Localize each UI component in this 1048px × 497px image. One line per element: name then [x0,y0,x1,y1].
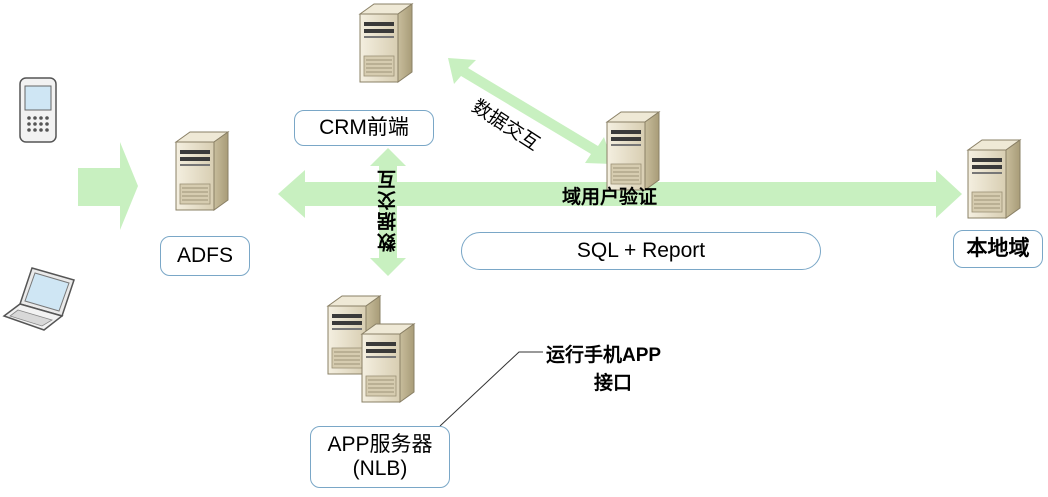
local-domain-server-icon [967,139,1021,219]
app-server-label-line1: APP服务器 [327,432,433,456]
adfs-server-icon [175,131,229,211]
sql-report-label: SQL + Report [461,232,821,270]
domain-auth-label: 域用户验证 [562,187,658,208]
app-server-label: APP服务器 (NLB) [310,426,450,488]
callout-line2: 接口 [594,373,633,394]
crm-server-icon [359,3,413,83]
callout-line1: 运行手机APP [546,345,662,366]
local-domain-label: 本地域 [953,230,1043,268]
app-server-label-line2: (NLB) [352,457,408,480]
app-server-icon-front [361,323,415,403]
crm-app-label: 数据交互 [378,168,399,252]
laptop-icon [2,267,75,331]
input-arrow [78,142,138,230]
domain-auth-arrow [278,170,962,218]
adfs-label: ADFS [160,236,250,276]
smartphone-icon [19,77,57,143]
crm-sql-arrow [448,58,613,164]
crm-app-arrow [370,148,406,276]
sql-server-icon [606,111,660,191]
crm-label: CRM前端 [294,110,434,146]
callout-line [439,351,543,427]
